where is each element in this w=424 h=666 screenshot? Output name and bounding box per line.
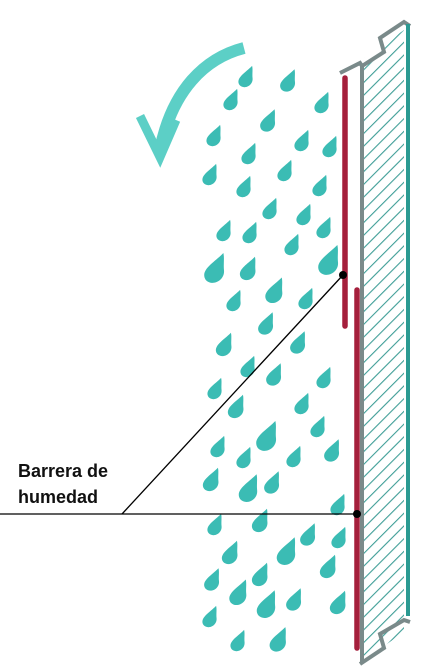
wall-outline <box>339 19 412 75</box>
raindrop-icon <box>314 91 329 114</box>
raindrop-icon <box>251 562 268 587</box>
raindrop-icon <box>236 175 251 198</box>
raindrop-icon <box>276 537 296 565</box>
raindrop-icon <box>210 435 225 458</box>
raindrop-icon <box>236 446 251 469</box>
raindrop-icon <box>256 590 276 618</box>
raindrop-icon <box>202 605 217 628</box>
raindrop-icon <box>300 523 316 546</box>
raindrop-icon <box>280 69 296 92</box>
raindrop-icon <box>266 363 282 386</box>
wall-section <box>339 19 412 666</box>
raindrop-icon <box>298 287 313 310</box>
raindrop-icon <box>207 377 222 400</box>
raindrop-icon <box>330 493 345 516</box>
moisture-barrier-label: Barrera de humedad <box>18 458 108 510</box>
raindrop-icon <box>264 471 280 494</box>
leader-line-diagonal <box>121 274 344 515</box>
raindrop-icon <box>238 65 253 88</box>
curved-arrow-icon <box>135 42 246 168</box>
raindrop-icon <box>318 245 339 275</box>
raindrop-icon <box>258 312 274 335</box>
raindrop-icon <box>216 219 231 242</box>
raindrop-icon <box>322 135 337 158</box>
raindrop-icon <box>294 129 309 152</box>
label-line-1: Barrera de <box>18 461 109 481</box>
raindrop-icon <box>316 366 331 389</box>
raindrop-icon <box>269 627 286 652</box>
moisture-barrier <box>342 75 360 651</box>
raindrop-icon <box>239 256 256 281</box>
raindrop-icon <box>227 394 244 419</box>
raindrop-icon <box>260 109 276 132</box>
raindrop-icon <box>290 331 306 354</box>
raindrop-icon <box>331 526 346 549</box>
raindrop-icon <box>229 579 247 606</box>
raindrop-icon <box>204 568 220 591</box>
raindrop-icon <box>251 508 268 533</box>
raindrop-icon <box>310 415 325 438</box>
raindrop-icon <box>262 197 277 220</box>
raindrop-icon <box>324 439 340 462</box>
leader-point-upper <box>339 271 347 279</box>
raindrop-icon <box>277 159 292 182</box>
raindrop-icon <box>286 588 302 611</box>
raindrop-icon <box>230 629 245 652</box>
raindrop-icon <box>226 289 241 312</box>
raindrop-icon <box>296 203 311 226</box>
raindrop-icon <box>329 590 346 615</box>
raindrop-icon <box>286 445 301 468</box>
raindrop-icon <box>256 421 277 451</box>
raindrop-icon <box>202 467 219 492</box>
callout-leader <box>0 271 361 518</box>
raindrop-icon <box>319 554 336 579</box>
raindrop-icon <box>207 513 222 536</box>
raindrop-icon <box>241 142 256 165</box>
raindrop-icon <box>242 221 257 244</box>
leader-point-lower <box>353 510 361 518</box>
raindrop-icon <box>202 163 217 186</box>
insulation-layer <box>364 30 404 660</box>
raindrop-icon <box>215 332 232 357</box>
raindrop-icon <box>206 124 221 147</box>
raindrop-icon <box>223 88 238 111</box>
raindrop-icon <box>204 253 225 283</box>
label-line-2: humedad <box>18 487 99 507</box>
raindrop-icon <box>312 174 327 197</box>
rain-drops <box>202 65 346 652</box>
raindrop-icon <box>265 277 283 304</box>
raindrop-icon <box>294 392 309 415</box>
raindrop-icon <box>316 216 331 239</box>
raindrop-icon <box>221 540 238 565</box>
raindrop-icon <box>238 474 258 502</box>
wall-outline-bottom <box>358 617 411 666</box>
raindrop-icon <box>240 355 255 378</box>
raindrop-icon <box>284 233 299 256</box>
